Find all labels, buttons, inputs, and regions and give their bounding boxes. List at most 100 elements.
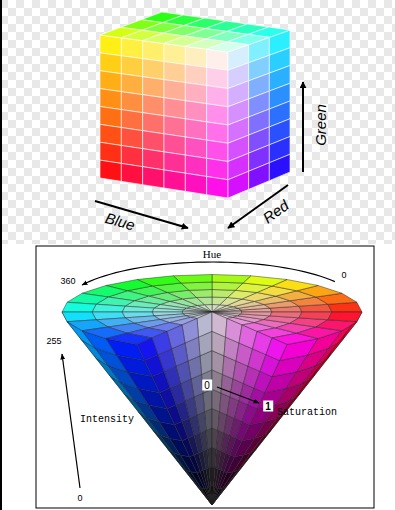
cube-cell xyxy=(228,171,249,198)
cube-cell xyxy=(143,95,164,116)
cone-top-cell xyxy=(212,306,233,313)
cube-cell xyxy=(143,167,164,188)
cone-side-cell xyxy=(233,453,251,472)
cube-cell xyxy=(164,98,185,119)
axis-label: Intensity xyxy=(80,414,134,425)
cone-side-cell xyxy=(198,487,212,505)
cone-cut-cell xyxy=(212,312,227,337)
cone-top-cell xyxy=(182,310,212,312)
cube-cell xyxy=(143,59,164,80)
intensity-arrow xyxy=(62,354,80,488)
cube-cell xyxy=(121,38,142,59)
cone-cut-cell xyxy=(212,488,220,505)
cube-cell xyxy=(185,46,206,67)
cone-top-cell xyxy=(299,312,332,320)
cone-side-cell xyxy=(255,428,272,450)
cone-top-cell xyxy=(212,282,243,290)
frame-line xyxy=(0,0,2,510)
cube-cell xyxy=(164,170,185,191)
cone-cut-cell xyxy=(197,312,212,337)
cube-cell xyxy=(207,176,228,198)
cone-side-cell xyxy=(328,331,347,358)
cube-cell xyxy=(185,101,206,122)
cube-cell xyxy=(207,49,228,70)
cube-cell xyxy=(143,41,164,62)
cone-top-cell xyxy=(152,308,183,312)
panel-frame xyxy=(36,246,374,508)
cube-cell xyxy=(185,173,206,194)
cone-arrows xyxy=(62,262,335,488)
cone-cut-cell xyxy=(205,488,213,505)
cone-cut-cell xyxy=(236,421,250,440)
cube-cell xyxy=(121,128,142,149)
cube-cell xyxy=(164,62,185,83)
cone-cut-cell xyxy=(137,338,158,361)
cube-cell xyxy=(121,56,142,77)
cube-cell xyxy=(143,149,164,170)
scale-number: 0 xyxy=(341,271,346,281)
transparency-ground xyxy=(0,0,395,244)
cone-top-cell xyxy=(212,305,220,313)
cube-cell xyxy=(164,44,185,65)
cone-side-cell xyxy=(313,351,332,377)
cone-top-cell xyxy=(92,304,125,312)
cube-cell xyxy=(100,89,121,110)
cube-cell xyxy=(207,104,228,125)
cone-cut-cell xyxy=(175,421,189,440)
cube-cell xyxy=(121,163,142,184)
cone-top-cell xyxy=(243,276,287,286)
cube-cell xyxy=(121,110,142,131)
cube-cell xyxy=(100,107,121,128)
cube-cell xyxy=(100,160,121,181)
cone-cut-cell xyxy=(190,455,201,473)
cone-top-cell xyxy=(212,312,242,314)
cube-cell xyxy=(185,64,206,85)
cone-cut-cell xyxy=(230,438,242,457)
cone-side-cell xyxy=(299,370,317,395)
hsi-cone xyxy=(62,275,362,506)
cube-cell xyxy=(143,131,164,152)
cube-cell xyxy=(121,74,142,95)
cube-cell xyxy=(164,116,185,137)
axis-label: Blue xyxy=(103,210,136,234)
axis-label: Red xyxy=(260,197,292,227)
cube-cell xyxy=(207,140,228,161)
cone-top-cell xyxy=(328,312,362,322)
cube-cell xyxy=(100,124,121,145)
cube-cell xyxy=(164,134,185,155)
cube-cell xyxy=(164,80,185,101)
cube-cell xyxy=(121,92,142,113)
cube-cell xyxy=(100,35,121,56)
cone-top-cell xyxy=(212,305,227,312)
cone-top-cell xyxy=(212,297,228,305)
scale-number: 360 xyxy=(60,277,75,287)
cube-cell xyxy=(143,113,164,134)
saturation-arrow xyxy=(217,387,259,403)
cone-top-cell xyxy=(212,290,235,298)
cube-cell xyxy=(143,77,164,98)
axis-arrow xyxy=(302,82,304,172)
cone-side-cell xyxy=(212,487,226,505)
cube-cell xyxy=(207,42,249,52)
cube-cell xyxy=(185,155,206,176)
cone-side-cell xyxy=(241,447,257,468)
scale-number: 1 xyxy=(263,401,273,412)
cube-cell xyxy=(100,53,121,74)
cone-cut-cell xyxy=(266,338,287,361)
cone-top-cell xyxy=(241,312,272,316)
cone-cut-cell xyxy=(197,472,206,489)
hue-arrow xyxy=(82,262,335,285)
cube-cell xyxy=(207,122,228,143)
cone-top-cell xyxy=(62,302,96,312)
cone-top-cell xyxy=(270,312,302,318)
axis-label: Hue xyxy=(203,248,221,260)
scale-number: 0 xyxy=(202,380,212,391)
cone-cut-cell xyxy=(182,438,194,457)
cube-cell xyxy=(207,86,228,107)
cube-cell xyxy=(207,67,228,88)
cube-cell xyxy=(185,119,206,140)
rgb-cube xyxy=(100,12,290,198)
cone-top-cell xyxy=(212,275,251,284)
